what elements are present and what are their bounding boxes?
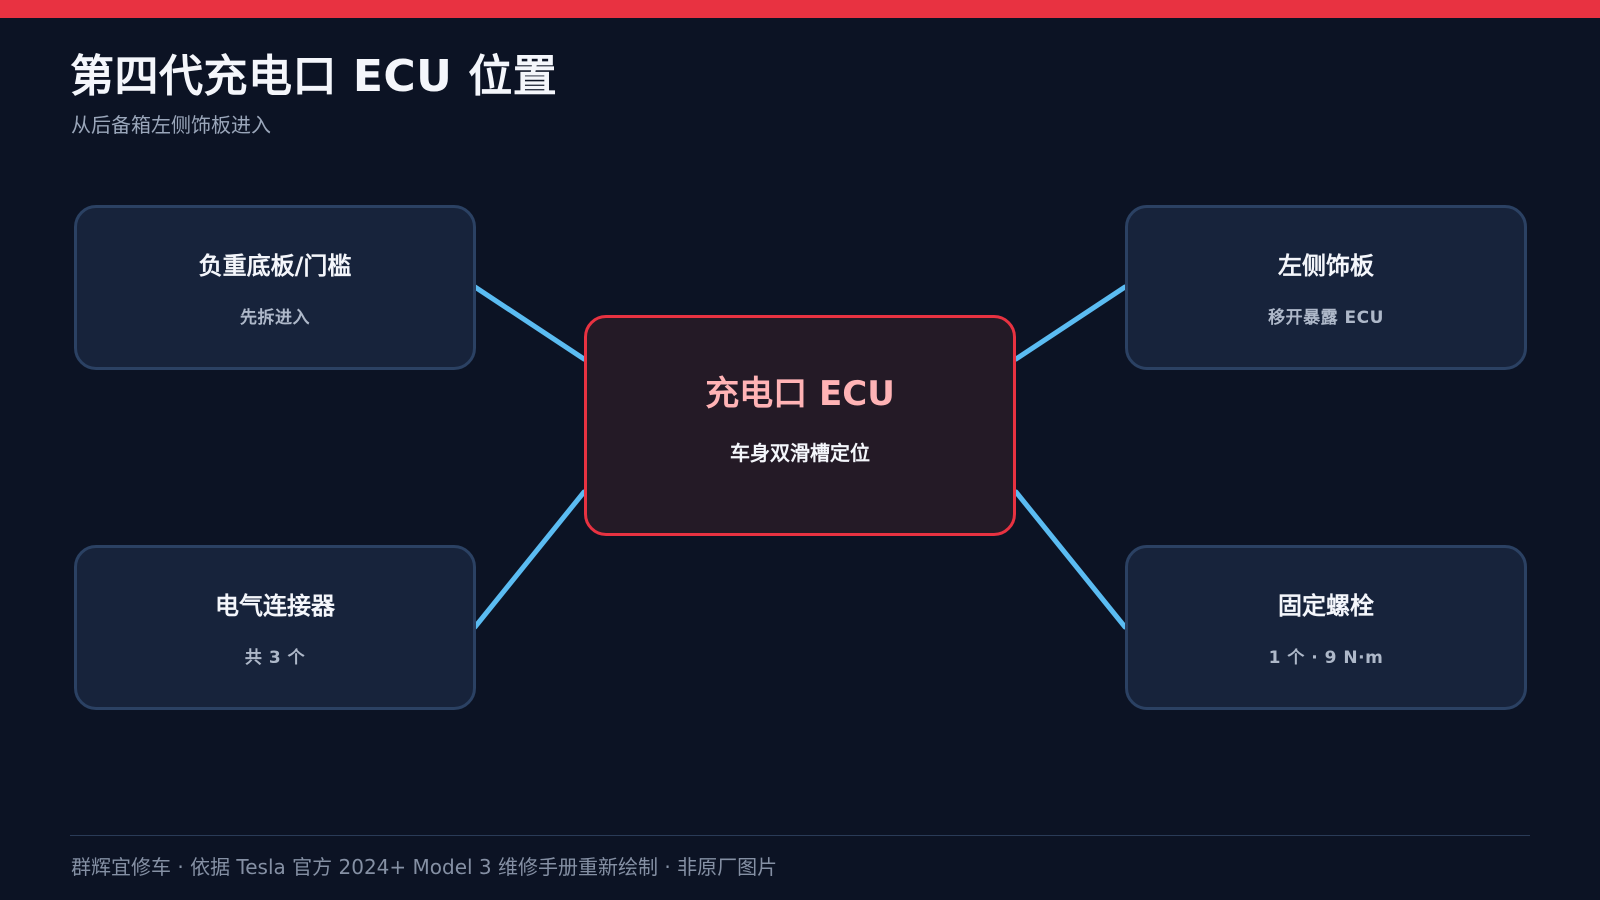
page-title: 第四代充电口 ECU 位置 bbox=[70, 51, 558, 102]
footer-divider bbox=[70, 835, 1530, 836]
node-title: 固定螺栓 bbox=[1278, 592, 1374, 620]
top-accent-bar bbox=[0, 0, 1600, 18]
node-subtitle: 1 个 · 9 N·m bbox=[1268, 648, 1384, 668]
node-charge-port-ecu: 充电口 ECU 车身双滑槽定位 bbox=[584, 315, 1016, 536]
connector-bottom-left bbox=[472, 489, 587, 630]
connector-top-left bbox=[472, 284, 587, 362]
node-title: 负重底板/门槛 bbox=[198, 252, 352, 280]
connector-bottom-right bbox=[1013, 489, 1128, 630]
node-load-floor: 负重底板/门槛 先拆进入 bbox=[74, 205, 476, 370]
node-title: 左侧饰板 bbox=[1278, 252, 1374, 280]
center-node-title: 充电口 ECU bbox=[705, 374, 895, 414]
center-node-subtitle: 车身双滑槽定位 bbox=[730, 441, 870, 465]
node-title: 电气连接器 bbox=[215, 592, 335, 620]
node-subtitle: 移开暴露 ECU bbox=[1268, 308, 1384, 328]
connector-top-right bbox=[1013, 284, 1128, 362]
node-subtitle: 共 3 个 bbox=[244, 648, 306, 668]
page-subtitle: 从后备箱左侧饰板进入 bbox=[71, 113, 271, 137]
node-mounting-bolt: 固定螺栓 1 个 · 9 N·m bbox=[1125, 545, 1527, 710]
node-subtitle: 先拆进入 bbox=[240, 308, 310, 328]
node-left-trim-panel: 左侧饰板 移开暴露 ECU bbox=[1125, 205, 1527, 370]
node-electrical-connectors: 电气连接器 共 3 个 bbox=[74, 545, 476, 710]
footer-credit: 群辉宜修车 · 依据 Tesla 官方 2024+ Model 3 维修手册重新… bbox=[71, 855, 778, 879]
